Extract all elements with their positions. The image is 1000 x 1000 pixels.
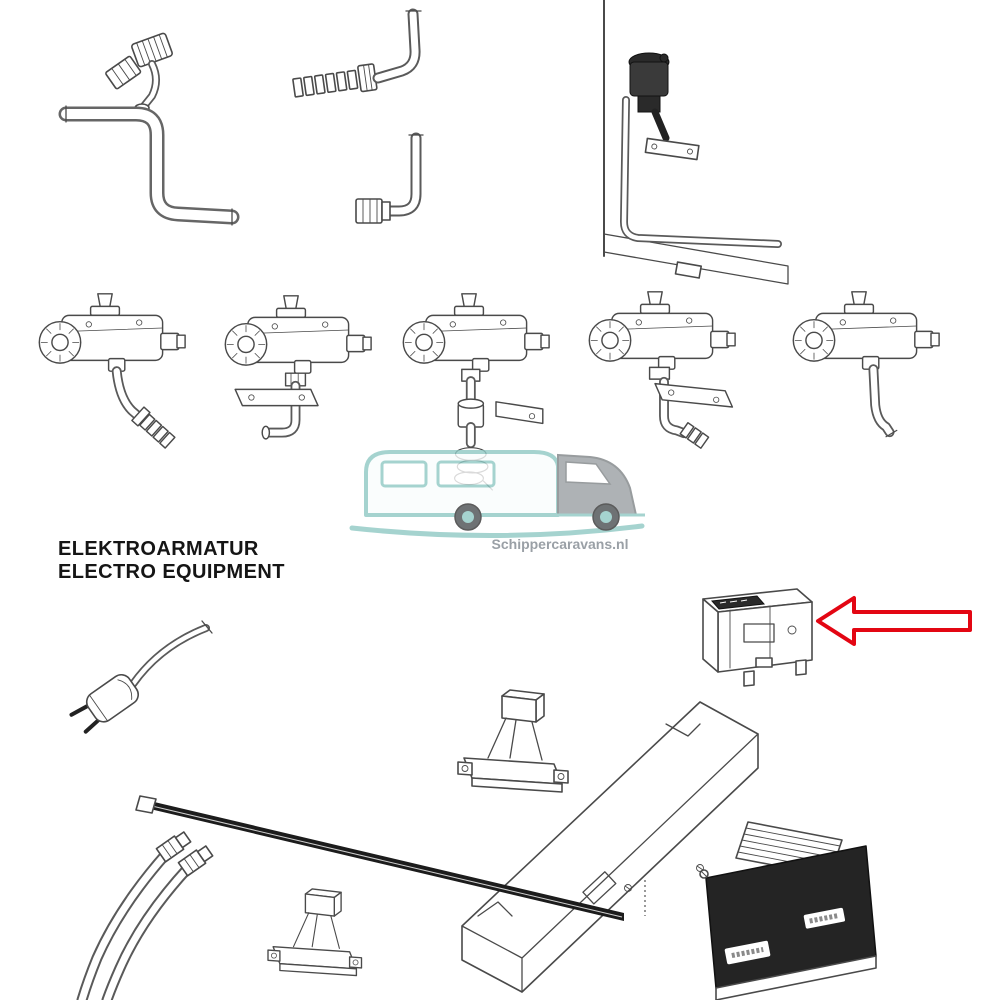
heading-line-1: ELEKTROARMATUR — [58, 538, 259, 560]
heading-line-2: ELECTRO EQUIPMENT — [58, 561, 285, 583]
highlight-arrow — [816, 596, 972, 646]
trim-rail — [135, 795, 624, 921]
tap-valve-2 — [224, 295, 372, 440]
twin-supply-hoses — [76, 831, 214, 1000]
console-housing — [461, 701, 759, 993]
mains-plug-with-cable — [69, 620, 213, 734]
elbow-union-fitting — [105, 32, 173, 113]
section-heading: ELEKTROARMATUR ELECTRO EQUIPMENT — [58, 538, 285, 584]
faucet-with-counter-mount — [603, 0, 789, 285]
barbed-hose-elbow — [292, 8, 422, 98]
tap-valve-3 — [402, 293, 550, 491]
tap-valve-4 — [588, 291, 736, 449]
mounting-bracket-small — [267, 888, 363, 977]
caravan-logo — [349, 450, 645, 539]
elbow-pipe-with-nut — [355, 132, 424, 224]
tap-valve-5 — [792, 291, 940, 438]
electro-control-box — [702, 588, 813, 687]
watermark-text: Schippercaravans.nl — [491, 536, 629, 552]
mounting-bracket-large — [457, 689, 569, 793]
bent-supply-hose — [58, 105, 240, 226]
tap-valve-1 — [38, 293, 186, 449]
control-panel-unit — [699, 821, 877, 1000]
